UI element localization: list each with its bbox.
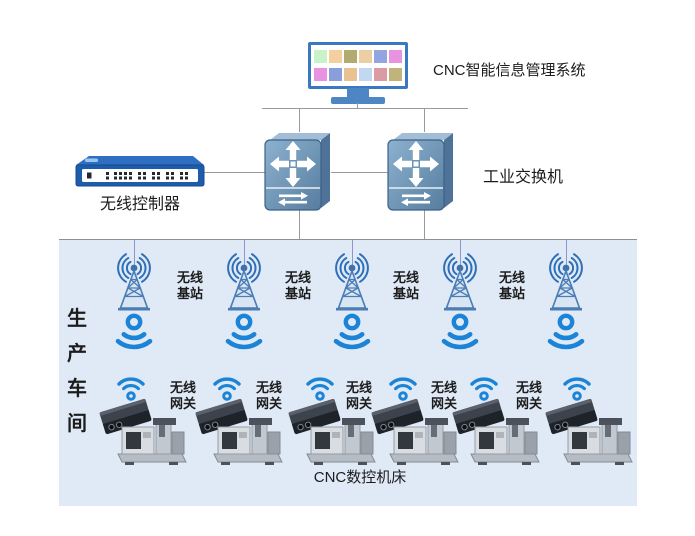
cnc-machine-icon	[387, 410, 461, 466]
monitor-tile	[389, 50, 402, 63]
connector-line	[424, 108, 425, 132]
antenna-tower-icon	[324, 253, 380, 313]
monitor-tile	[359, 50, 372, 63]
signal-waves-icon	[434, 312, 486, 358]
cnc-machine-icon	[115, 410, 189, 466]
monitor-tile	[344, 68, 357, 81]
base-station-label: 无线 基站	[498, 270, 525, 301]
gateway-label: 无线 网关	[169, 380, 196, 411]
cnc-machine-icon	[561, 410, 635, 466]
antenna-drop-line	[460, 239, 461, 268]
antenna-drop-line	[352, 239, 353, 268]
cnc-machine-icon	[304, 410, 378, 466]
cnc-machine-icon	[468, 410, 542, 466]
monitor-tile-row	[314, 68, 402, 81]
signal-waves-icon	[218, 312, 270, 358]
gateway-label: 无线 网关	[345, 380, 372, 411]
monitor-icon	[308, 42, 408, 89]
signal-waves-icon	[540, 312, 592, 358]
monitor-stand-base	[331, 97, 385, 104]
cnc-machines-label: CNC数控机床	[313, 469, 407, 486]
switch-icon	[386, 128, 458, 214]
wireless-controller-label: 无线控制器	[99, 196, 180, 213]
antenna-tower-icon	[216, 253, 272, 313]
base-station-label: 无线 基站	[176, 270, 203, 301]
base-station-label: 无线 基站	[284, 270, 311, 301]
monitor-tile-row	[314, 50, 402, 63]
gateway-label: 无线 网关	[255, 380, 282, 411]
monitor-tile	[329, 50, 342, 63]
signal-waves-icon	[108, 312, 160, 358]
monitor-tile	[329, 68, 342, 81]
workshop-label: 生产车间	[67, 308, 87, 435]
monitor-tile	[389, 68, 402, 81]
antenna-drop-line	[566, 239, 567, 268]
antenna-tower-icon	[538, 253, 594, 313]
gateway-label: 无线 网关	[430, 380, 457, 411]
antenna-tower-icon	[106, 253, 162, 313]
monitor-tile	[359, 68, 372, 81]
monitor-tile	[374, 68, 387, 81]
antenna-drop-line	[244, 239, 245, 268]
antenna-drop-line	[134, 239, 135, 268]
monitor-stand-neck	[347, 88, 369, 98]
base-station-label: 无线 基站	[392, 270, 419, 301]
signal-waves-icon	[326, 312, 378, 358]
connector-line	[424, 210, 425, 239]
management-system-label: CNC智能信息管理系统	[433, 62, 586, 79]
connector-line	[262, 108, 468, 109]
wireless-controller-icon	[72, 152, 206, 190]
monitor-tile	[314, 50, 327, 63]
monitor-tile	[374, 50, 387, 63]
cnc-machine-icon	[211, 410, 285, 466]
switch-icon	[263, 128, 335, 214]
gateway-label: 无线 网关	[515, 380, 542, 411]
antenna-tower-icon	[432, 253, 488, 313]
connector-line	[299, 108, 300, 132]
connector-line	[357, 103, 358, 109]
monitor-tile	[344, 50, 357, 63]
connector-line	[299, 210, 300, 239]
industrial-switch-label: 工业交换机	[483, 169, 564, 186]
connector-line	[203, 172, 265, 173]
monitor-tile	[314, 68, 327, 81]
connector-line	[331, 172, 388, 173]
